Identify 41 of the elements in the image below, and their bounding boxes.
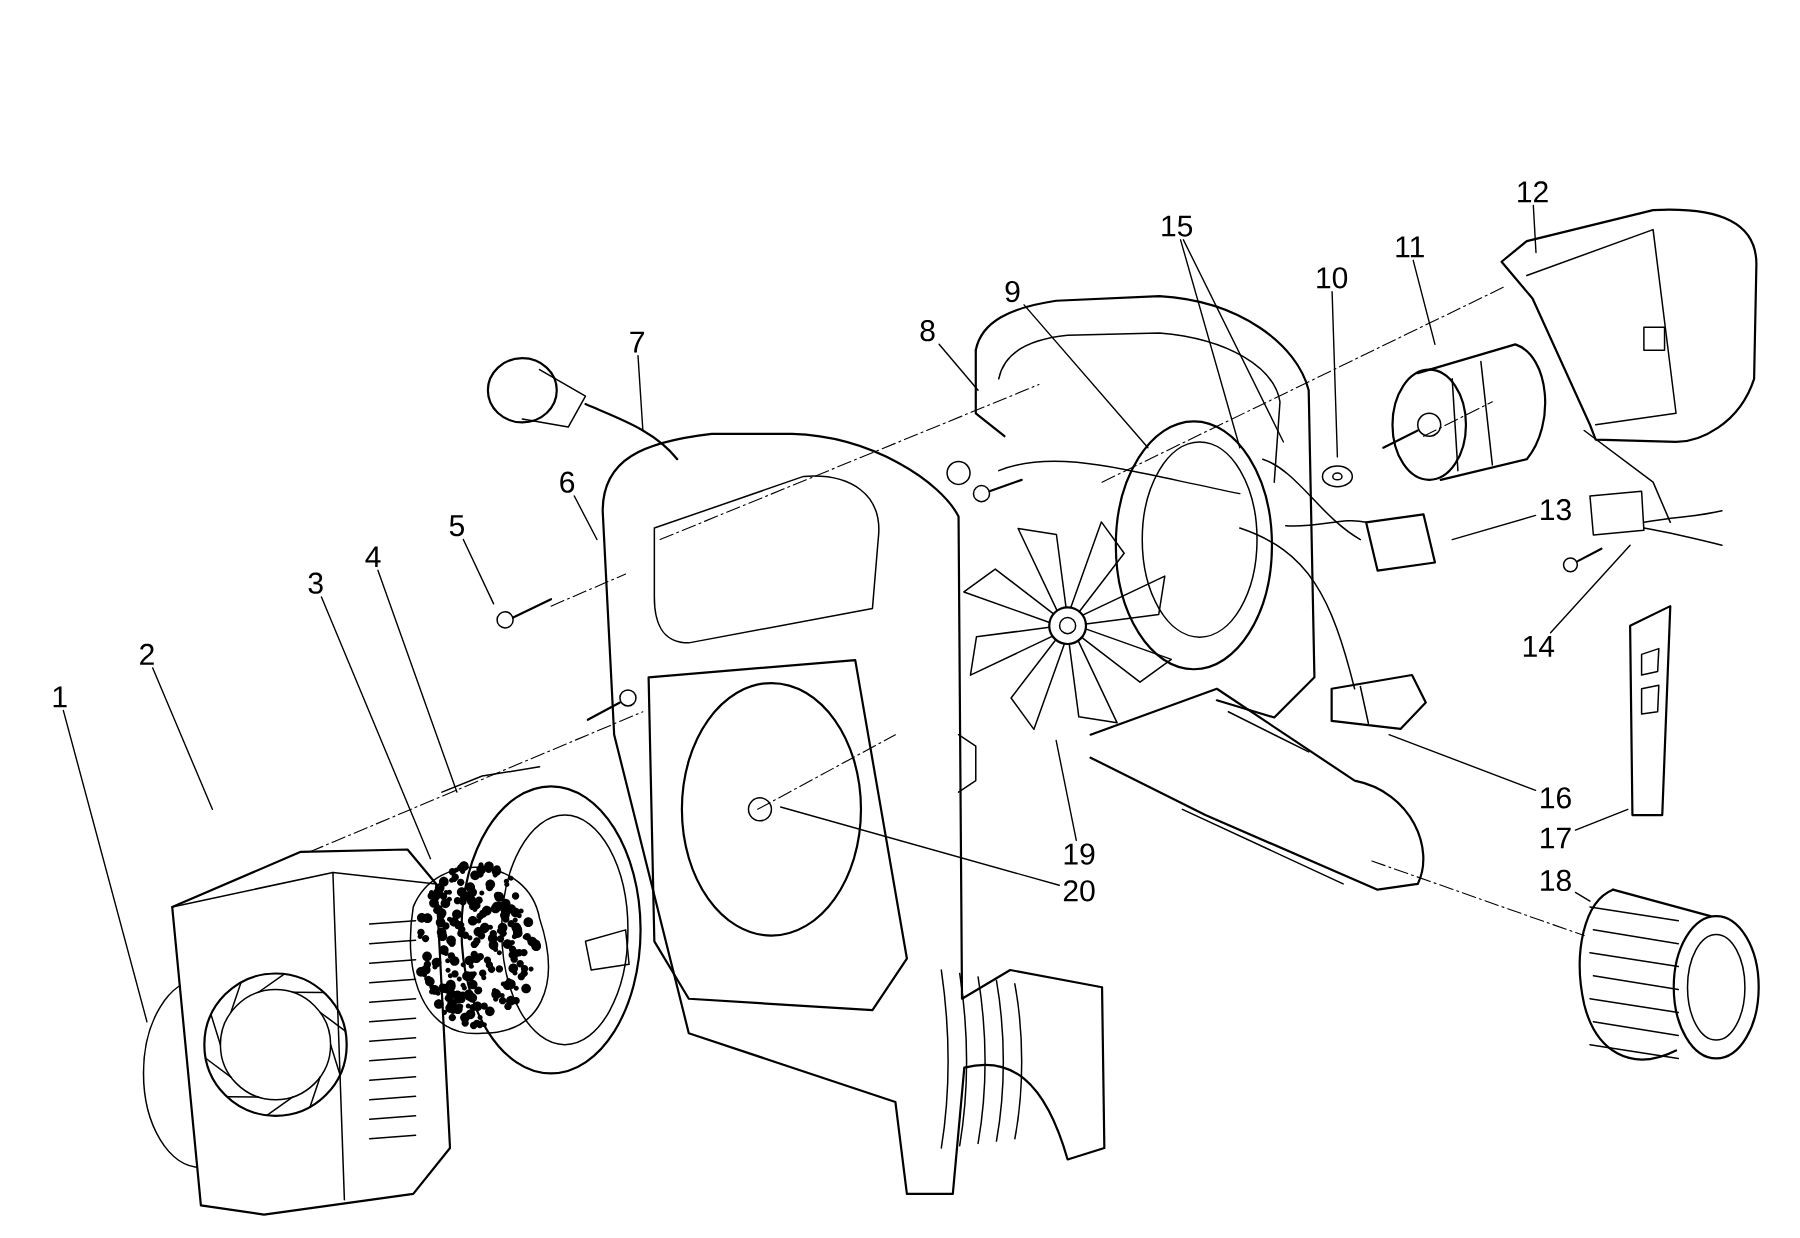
- callout-number: 12: [1518, 181, 1548, 203]
- callout-number: 15: [1162, 215, 1193, 237]
- callout-number: 7: [630, 332, 644, 353]
- callout-number: 5: [449, 515, 464, 537]
- callout-number: 6: [560, 471, 575, 494]
- callout-number: 11: [1396, 236, 1424, 258]
- leader-line: [1331, 291, 1339, 458]
- callout-number: 2: [140, 644, 154, 666]
- callout-number: 20: [1063, 880, 1095, 902]
- callout-number: 16: [1541, 787, 1571, 809]
- leader-line: [1574, 891, 1591, 903]
- leader-line: [377, 569, 458, 794]
- leader-line: [62, 709, 148, 1023]
- callout-number: 13: [1541, 499, 1571, 521]
- leader-line: [1412, 259, 1436, 346]
- callout-number: 3: [308, 572, 323, 595]
- leader-line: [1182, 239, 1285, 443]
- callout-number: 14: [1523, 636, 1555, 657]
- leader-line: [637, 355, 644, 432]
- leader-line: [1179, 239, 1241, 449]
- leader-line: [1532, 204, 1537, 254]
- leader-line: [1023, 304, 1149, 449]
- callout-number: 10: [1317, 267, 1348, 289]
- leader-line: [1388, 734, 1537, 792]
- callout-number: 19: [1064, 843, 1095, 865]
- callout-number: 17: [1541, 827, 1571, 849]
- leader-line: [573, 495, 598, 541]
- leader-line: [152, 667, 214, 811]
- leader-line: [320, 596, 432, 860]
- callout-number: 1: [53, 686, 67, 708]
- leader-line: [1451, 515, 1537, 541]
- callout-number: 8: [920, 320, 935, 342]
- leader-line: [938, 343, 979, 392]
- callout-number: 4: [365, 546, 381, 568]
- leader-line: [779, 806, 1060, 887]
- leader-line: [1574, 808, 1629, 832]
- callout-number: 9: [1005, 281, 1020, 303]
- leader-line: [1055, 740, 1077, 842]
- leader-line: [1549, 544, 1631, 634]
- leader-line: [462, 539, 495, 605]
- callout-number: 18: [1541, 870, 1571, 892]
